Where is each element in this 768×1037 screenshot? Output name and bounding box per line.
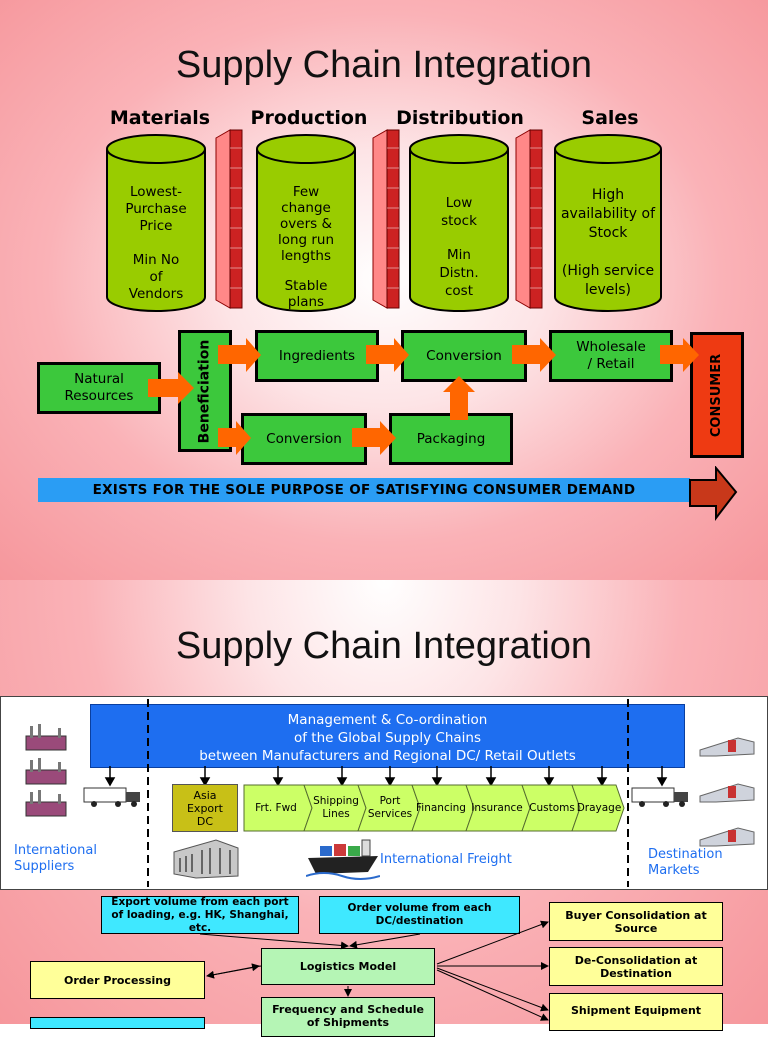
ingredients-box: Ingredients (255, 330, 379, 382)
chevron-label-insurance: Insurance (471, 801, 523, 814)
arrow-conversion-to-wholesale (512, 338, 556, 372)
natural-resources-box: Natural Resources (37, 362, 161, 414)
factory-icons (25, 724, 67, 817)
management-box: Management & Co-ordination of the Global… (90, 704, 685, 768)
arrow-resources-to-beneficiation (148, 372, 194, 404)
arrow-beneficiation-to-ingredients (218, 338, 261, 372)
order-processing-box: Order Processing (30, 961, 205, 999)
brick-wall-2 (372, 129, 400, 309)
chevron-label-shipping-lines: Shipping Lines (313, 795, 359, 820)
column-distribution: Distribution (396, 107, 524, 129)
deconsolidation-box: De-Consolidation at Destination (549, 947, 723, 986)
order-volume-box: Order volume from each DC/destination (319, 896, 520, 934)
slide1-title: Supply Chain Integration (175, 44, 593, 86)
chevron-label-drayage: Drayage (576, 801, 622, 814)
consumer-box: CONSUMER (690, 332, 744, 458)
region-separators (147, 699, 629, 887)
cargo-ship-icon (306, 839, 380, 880)
buyer-consolidation-box: Buyer Consolidation at Source (549, 902, 723, 941)
materials-cylinder (106, 134, 206, 312)
arrow-packaging-to-conversion (443, 376, 475, 420)
column-production: Production (250, 107, 368, 129)
brick-wall-1 (215, 129, 243, 309)
sales-cylinder (554, 134, 662, 312)
logistics-connectors (199, 920, 549, 1021)
production-cylinder (256, 134, 356, 312)
destination-markets-label: Destination Markets (648, 847, 723, 878)
warehouse-icons (699, 737, 755, 847)
conversion-bottom-box: Conversion (241, 413, 367, 465)
chevron-label-frt-fwd: Frt. Fwd (255, 801, 297, 814)
service-chevrons (243, 784, 625, 832)
column-materials: Materials (109, 107, 211, 129)
truck-icon-left (83, 787, 140, 807)
international-freight-label: International Freight (380, 852, 512, 867)
production-cylinder-text: Few change overs & long run lengths Stab… (277, 184, 335, 310)
arrow-beneficiation-to-conversion (218, 421, 251, 455)
export-volume-box: Export volume from each port of loading,… (101, 896, 299, 934)
chevron-label-customs: Customs (529, 801, 575, 814)
international-suppliers-label: International Suppliers (14, 843, 97, 874)
column-sales: Sales (581, 107, 639, 129)
arrow-conversion-to-packaging (352, 421, 396, 455)
distribution-cylinder-text: Low stock Min Distn. cost (439, 195, 479, 299)
brick-wall-3 (515, 129, 543, 309)
chevron-drayage (571, 784, 625, 832)
truck-icon-right (631, 787, 688, 807)
asia-export-dc-box: Asia Export DC (172, 784, 238, 832)
flow-arrows (148, 338, 699, 455)
slide2-title: Supply Chain Integration (175, 625, 593, 667)
chevron-label-financing: Financing (416, 801, 466, 814)
distribution-cylinder (409, 134, 509, 312)
management-arrows (104, 766, 668, 787)
chevron-label-port-services: Port Services (367, 795, 413, 820)
arrow-ingredients-to-conversion (366, 338, 409, 372)
sales-cylinder-text: High availability of Stock (High service… (560, 187, 656, 298)
materials-cylinder-text: Lowest- Purchase Price Min No of Vendors (125, 184, 187, 302)
logistics-model-box: Logistics Model (261, 948, 435, 985)
office-building-icon (173, 839, 239, 879)
arrow-wholesale-to-consumer (660, 338, 699, 372)
consumer-demand-banner: EXISTS FOR THE SOLE PURPOSE OF SATISFYIN… (38, 478, 690, 502)
banner-arrow (689, 466, 738, 521)
